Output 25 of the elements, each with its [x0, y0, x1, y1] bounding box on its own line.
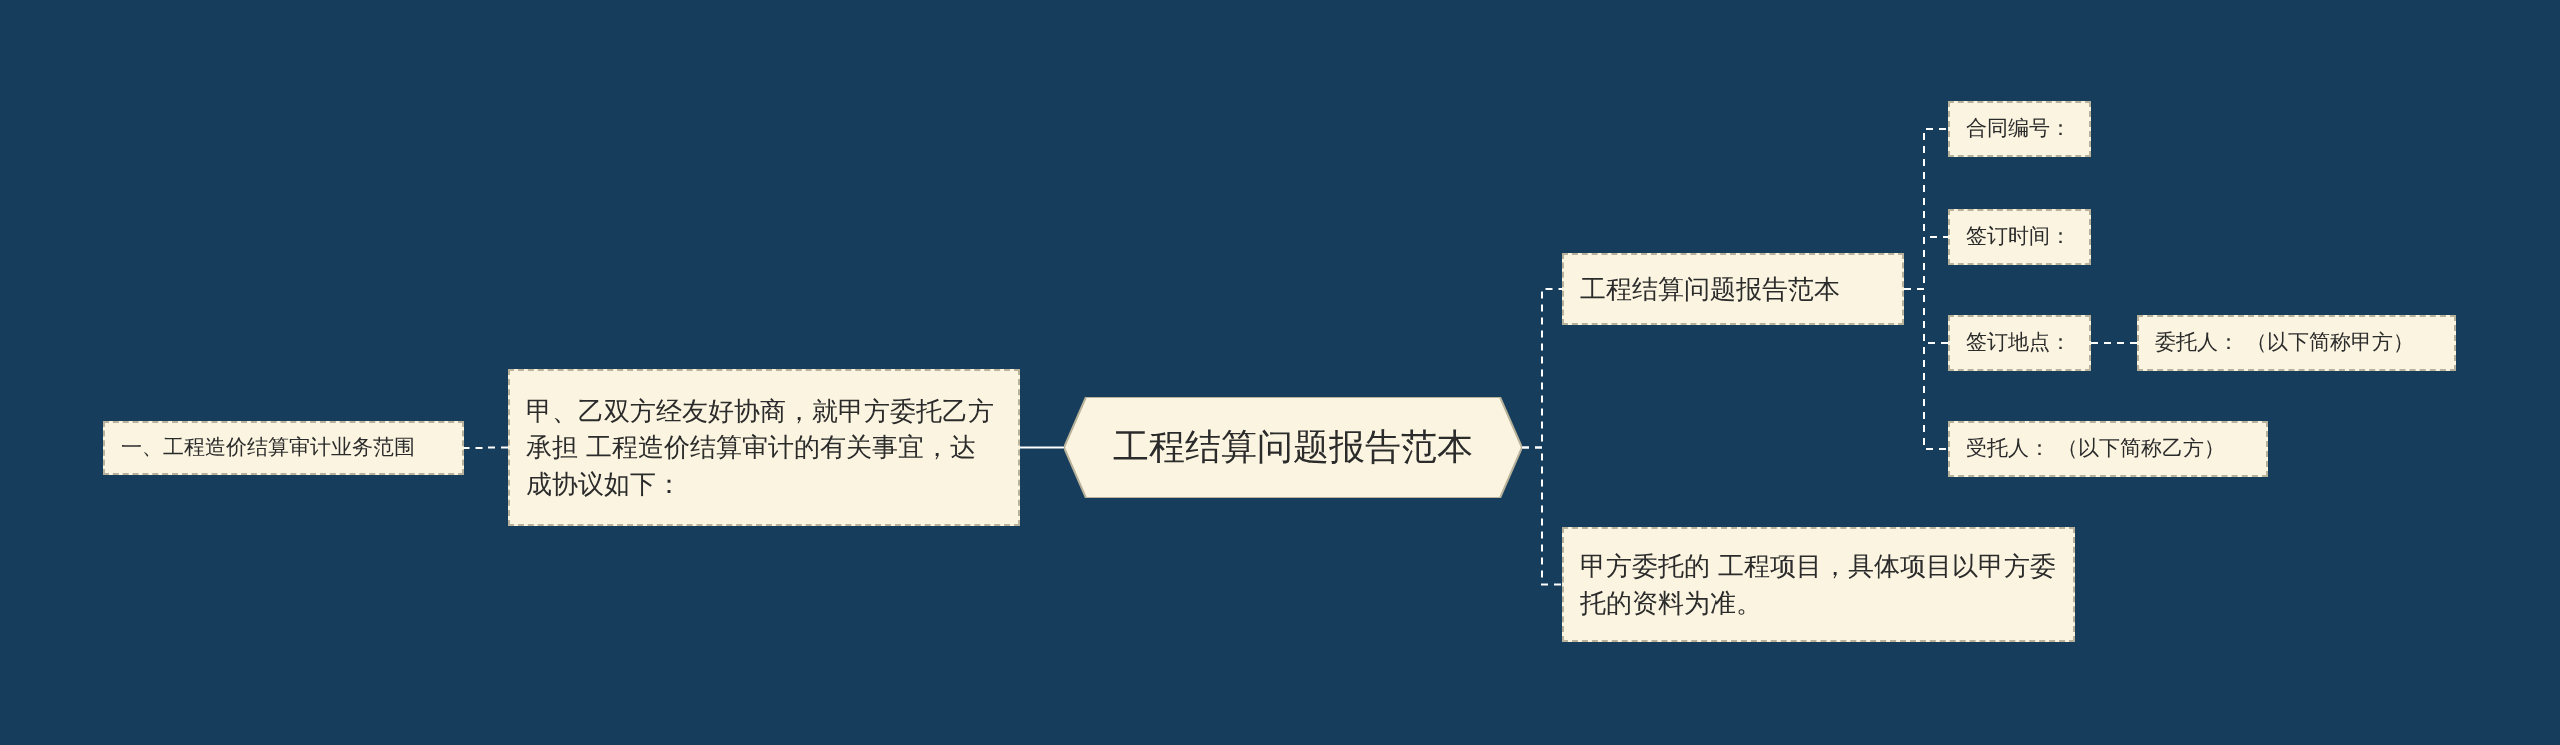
connector-line — [2090, 342, 2138, 344]
node-text: 甲方委托的 工程项目，具体项目以甲方委托的资料为准。 — [1580, 550, 2057, 620]
connector-line — [1019, 446, 1065, 449]
topic-box — [1562, 527, 2075, 642]
topic-box — [103, 421, 464, 475]
topic-box — [1562, 253, 1904, 325]
node-text: 委托人： （以下简称甲方） — [2155, 329, 2414, 357]
topic-box — [1948, 209, 2091, 265]
topic-box — [508, 369, 1020, 526]
node-text: 签订时间： — [1966, 223, 2071, 251]
node-text: 签订地点： — [1966, 329, 2071, 357]
node-text: 受托人： （以下简称乙方） — [1966, 435, 2225, 463]
connector-line — [463, 446, 509, 449]
topic-box — [1948, 315, 2091, 371]
connector-line — [1521, 446, 1563, 586]
node-text: 一、工程造价结算审计业务范围 — [121, 434, 415, 462]
node-text: 合同编号： — [1966, 115, 2071, 143]
topic-hexagon — [1064, 397, 1522, 498]
connector-line — [1903, 288, 1949, 450]
node-text: 工程结算问题报告范本 — [1580, 272, 1840, 306]
node-text: 工程结算问题报告范本 — [1113, 425, 1473, 470]
topic-box — [1948, 421, 2268, 477]
topic-box — [2137, 315, 2456, 371]
topic-box — [1948, 101, 2091, 157]
node-text: 甲、乙双方经友好协商，就甲方委托乙方承担 工程造价结算审计的有关事宜，达成协议如下： — [526, 394, 995, 501]
